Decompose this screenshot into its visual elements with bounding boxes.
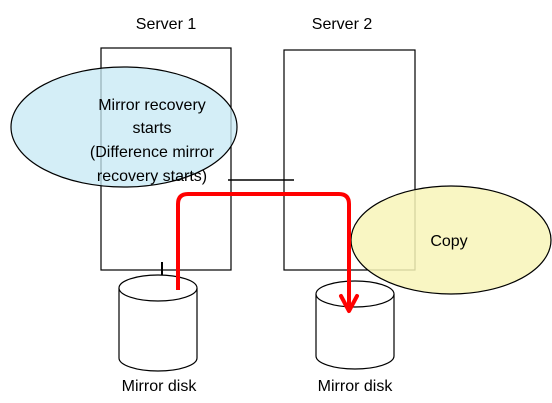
copy-arrow-head [339, 294, 359, 313]
mirror-disk-2 [315, 280, 395, 370]
recovery-callout-line-4: recovery starts) [97, 168, 207, 185]
recovery-callout-line-2: starts [132, 120, 171, 137]
mirror-disk-2-label: Mirror disk [318, 378, 394, 395]
copy-arrow-path [176, 192, 351, 306]
mirror-disk-1 [118, 274, 198, 372]
recovery-callout-line-1: Mirror recovery [98, 97, 206, 114]
server-1-label: Server 1 [136, 16, 197, 33]
copy-callout-label: Copy [430, 233, 467, 250]
recovery-callout-line-3: (Difference mirror [90, 144, 215, 161]
server-2-label: Server 2 [312, 16, 373, 33]
recovery-callout [10, 66, 238, 188]
mirror-disk-1-label: Mirror disk [122, 378, 198, 395]
